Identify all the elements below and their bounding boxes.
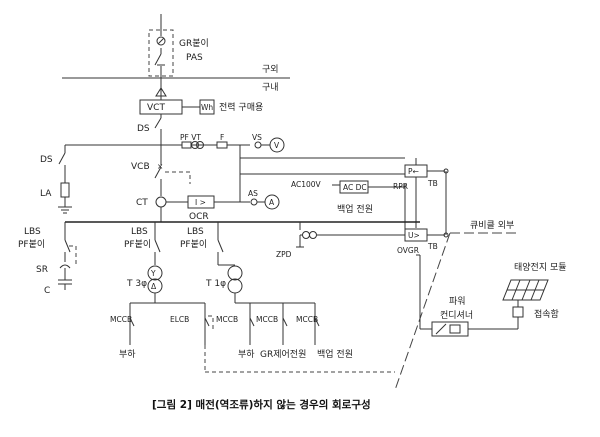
cubicle-outside-label: 큐비클 외부 (470, 219, 514, 231)
mccb2-switch (249, 317, 255, 327)
sr-label: SR (36, 265, 48, 275)
outside-label: 구외 (262, 63, 279, 75)
tb1-label: TB (427, 179, 438, 188)
a-meter-label: A (269, 198, 275, 207)
t3-label: T 3φ (126, 279, 147, 289)
gr-pas-label-1: GR붙이 (179, 38, 209, 49)
lbs2-label-1: LBS (131, 227, 148, 237)
vs-switch (254, 141, 262, 149)
tb2-label: TB (427, 242, 438, 251)
pf-vt-label: PF VT (180, 133, 201, 142)
gr-control-power-label: GR제어전원 (260, 349, 306, 360)
ds-main-switch (154, 117, 162, 129)
load1-label: 부하 (119, 349, 136, 360)
vcb-label: VCB (131, 162, 150, 172)
lbs1-label-1: LBS (24, 227, 41, 237)
mccb3-switch (282, 317, 288, 327)
ac-dc-label: AC DC (343, 183, 367, 192)
transformer-1phase-secondary (227, 278, 243, 294)
lbs2-label-2: PF붙이 (124, 239, 151, 250)
load2-label: 부하 (238, 349, 255, 360)
wh-meter-box (199, 99, 215, 115)
sr-reactor-icon (59, 264, 71, 269)
transformer-3phase-primary (147, 265, 163, 281)
ac100v-label: AC100V (291, 180, 322, 189)
power-conditioner-label-2: 컨디셔너 (440, 310, 473, 321)
elcb-switch (204, 317, 210, 327)
figure-caption: [그림 2] 매전(역조류)하지 않는 경우의 회로구성 (152, 398, 371, 411)
c-label: C (44, 286, 50, 296)
delta-symbol: Δ (151, 282, 157, 291)
as-label: AS (248, 189, 258, 198)
ds-main-label: DS (137, 124, 150, 134)
vcb-switch (154, 166, 162, 179)
mccb1-label: MCCB (110, 315, 132, 324)
lbs3-switch (217, 239, 224, 253)
gr-pas-label-2: PAS (186, 53, 203, 63)
p-relay-label: P← (408, 167, 419, 176)
mccb1-switch (129, 317, 135, 327)
lbs2-switch (154, 239, 161, 253)
f-fuse (216, 141, 228, 149)
backup-power-top-label: 백업 전원 (337, 204, 373, 215)
mccb2-label: MCCB (216, 315, 238, 324)
mccb3-label: MCCB (256, 315, 278, 324)
pf-fuse (181, 141, 192, 149)
gr-pas-switch (148, 14, 174, 96)
ct-label: CT (136, 198, 148, 208)
lbs3-label-2: PF붙이 (180, 239, 207, 250)
wh-label: Wh (201, 103, 213, 112)
solar-panel-icon (502, 279, 549, 301)
ocr-box-label: I > (195, 198, 206, 207)
wye-symbol: Y (150, 269, 156, 278)
ovgr-label: OVGR (397, 246, 419, 255)
vcb-x-mark: × (157, 162, 163, 171)
v-meter-label: V (274, 141, 280, 150)
transformer-1phase-primary (227, 265, 243, 281)
t1-label: T 1φ (205, 279, 226, 289)
ct-coil (155, 196, 167, 208)
elcb-label: ELCB (170, 315, 189, 324)
junction-box-label: 접속함 (534, 308, 559, 320)
ds-left-label: DS (40, 155, 53, 165)
as-switch (250, 198, 258, 206)
mccb4-label: MCCB (296, 315, 318, 324)
u-relay-label: U> (408, 231, 420, 240)
solar-module-label: 태양전지 모듈 (514, 262, 567, 273)
power-conditioner-label-1: 파워 (449, 296, 466, 307)
junction-box (512, 306, 524, 318)
zpd-label: ZPD (276, 250, 292, 259)
vs-label: VS (252, 133, 262, 142)
vct-label: VCT (147, 103, 165, 113)
voltmeter-icon (269, 137, 285, 153)
ammeter-icon (264, 194, 280, 210)
f-label: F (220, 133, 224, 142)
backup-power-bottom-label: 백업 전원 (317, 349, 353, 360)
lightning-arrester (60, 182, 70, 198)
zpd-coil (302, 231, 310, 239)
power-purchase-label: 전력 구매용 (219, 101, 263, 113)
ds-left-switch (58, 152, 66, 165)
ocr-label: OCR (189, 212, 209, 222)
inside-label: 구내 (262, 82, 279, 93)
mccb4-switch (314, 317, 320, 327)
lbs3-label-1: LBS (187, 227, 204, 237)
vt-coil (191, 141, 199, 149)
lbs1-label-2: PF붙이 (18, 239, 45, 250)
la-label: LA (40, 189, 52, 199)
lbs1-switch (64, 239, 71, 253)
